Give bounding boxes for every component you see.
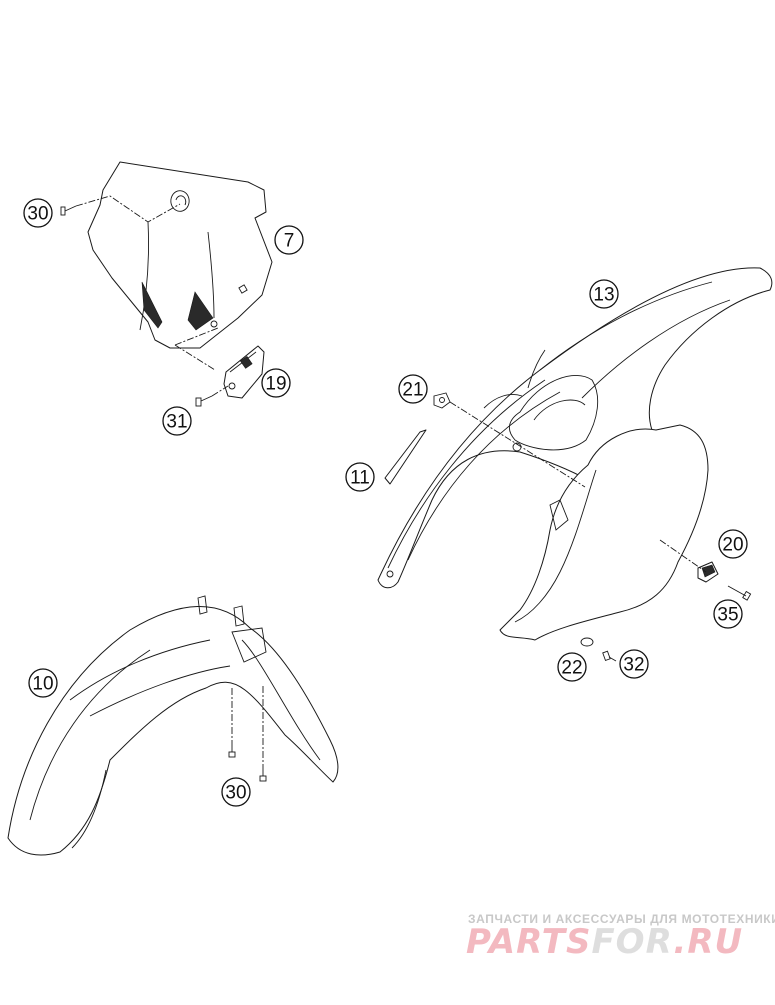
svg-text:30: 30 — [27, 204, 48, 225]
leader-lines — [75, 195, 707, 764]
svg-text:20: 20 — [722, 535, 743, 556]
headlight-mask-part — [87, 161, 273, 349]
callout-22: 22 — [557, 652, 587, 682]
watermark-tagline: ЗАПЧАСТИ И АКСЕССУАРЫ ДЛЯ МОТОТЕХНИКИ — [468, 912, 775, 926]
watermark-brand: PARTSFOR.RU — [466, 922, 743, 962]
svg-text:10: 10 — [32, 674, 53, 695]
watermark-brand-part3: .RU — [673, 922, 744, 962]
decal-part — [384, 429, 427, 485]
svg-text:13: 13 — [593, 285, 614, 306]
grommet-20 — [697, 561, 719, 583]
screw-35 — [727, 585, 752, 601]
svg-text:19: 19 — [265, 374, 286, 395]
callout-19: 19 — [261, 368, 291, 398]
svg-text:31: 31 — [166, 412, 187, 433]
callout-11: 11 — [345, 462, 375, 492]
rear-fender-part — [377, 267, 773, 589]
svg-text:7: 7 — [284, 231, 295, 252]
svg-text:22: 22 — [561, 658, 582, 679]
callout-21: 21 — [398, 374, 428, 404]
watermark-brand-part1: PARTS — [466, 922, 592, 962]
callout-30-bottom: 30 — [221, 777, 251, 807]
nut-21 — [433, 392, 451, 409]
front-fender-part — [7, 595, 339, 856]
svg-text:11: 11 — [350, 468, 370, 489]
side-panel-part — [499, 424, 709, 641]
svg-text:35: 35 — [717, 605, 738, 626]
svg-text:32: 32 — [623, 655, 644, 676]
callout-35: 35 — [713, 599, 743, 629]
callout-30-top: 30 — [23, 198, 53, 228]
screw-32 — [602, 650, 617, 662]
screw-bracket — [195, 395, 213, 407]
screw-bottom-left — [228, 740, 236, 758]
screw-top — [60, 205, 77, 216]
callout-13: 13 — [589, 279, 619, 309]
callout-32: 32 — [619, 649, 649, 679]
bracket-part — [223, 345, 265, 399]
callout-10: 10 — [28, 668, 58, 698]
callout-20: 20 — [718, 529, 748, 559]
washer-22 — [580, 637, 594, 647]
watermark-brand-part2: FOR — [591, 922, 674, 962]
svg-text:21: 21 — [402, 380, 423, 401]
callout-7: 7 — [274, 225, 304, 255]
svg-text:30: 30 — [225, 783, 246, 804]
screw-bottom-right — [259, 764, 267, 782]
callout-31: 31 — [162, 406, 192, 436]
